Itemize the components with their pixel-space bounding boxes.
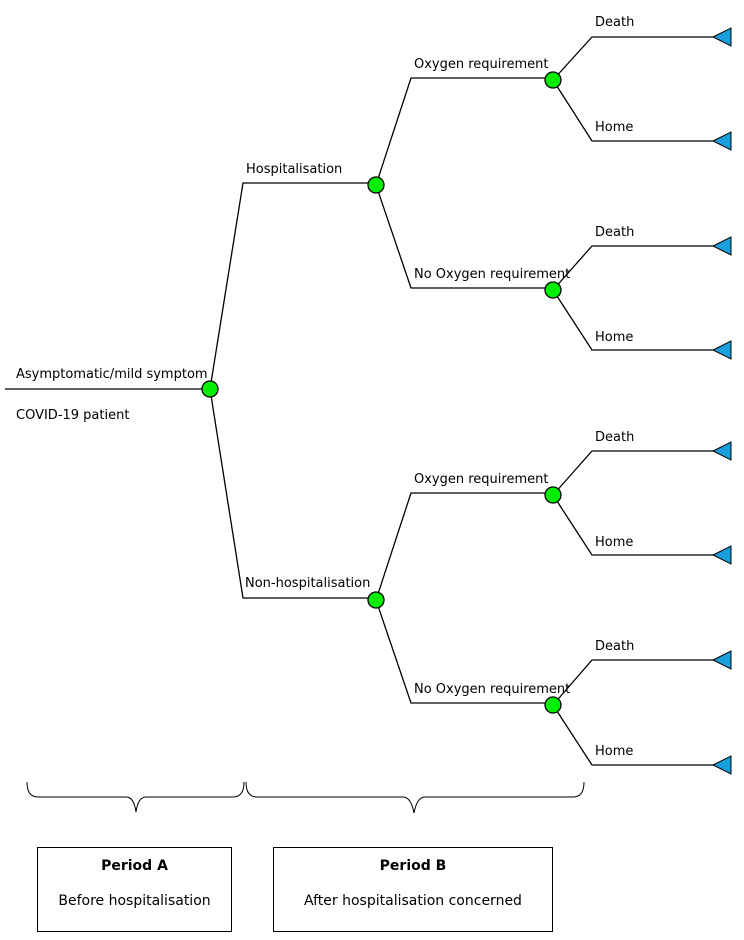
hosp-oxygen-branch: Oxygen requirement xyxy=(375,57,553,186)
root-sublabel: COVID-19 patient xyxy=(16,408,129,423)
outcome-group-nonhosp-no-oxygen: Death Home xyxy=(552,639,722,766)
root-label: Asymptomatic/mild symptom xyxy=(16,367,208,382)
hospitalisation-branch: Hospitalisation xyxy=(209,162,376,390)
chance-node-icon xyxy=(544,281,562,299)
chance-node-icon xyxy=(201,380,219,398)
chance-node-icon xyxy=(544,486,562,504)
outcome-home-label: Home xyxy=(595,330,633,345)
terminal-node-icon xyxy=(711,545,732,565)
outcome-group-hosp-no-oxygen: Death Home xyxy=(552,225,722,351)
period-a-brace xyxy=(26,781,245,813)
non-hospitalisation-branch: Non-hospitalisation xyxy=(209,388,376,599)
terminal-node-icon xyxy=(711,441,732,461)
period-a-box: Period A Before hospitalisation xyxy=(37,847,232,932)
nonhosp-no-oxygen-label: No Oxygen requirement xyxy=(414,682,570,697)
period-b-title: Period B xyxy=(379,858,447,874)
period-b-description: After hospitalisation concerned xyxy=(304,893,522,909)
chance-node-icon xyxy=(367,591,385,609)
hosp-oxygen-label: Oxygen requirement xyxy=(414,57,548,72)
outcome-home-label: Home xyxy=(595,120,633,135)
nonhosp-oxygen-label: Oxygen requirement xyxy=(414,472,548,487)
period-a-title: Period A xyxy=(101,858,168,874)
period-a-description: Before hospitalisation xyxy=(58,893,211,909)
period-b-box: Period B After hospitalisation concerned xyxy=(273,847,553,932)
outcome-home-label: Home xyxy=(595,744,633,759)
outcome-home-label: Home xyxy=(595,535,633,550)
terminal-node-icon xyxy=(711,650,732,670)
chance-node-icon xyxy=(544,71,562,89)
outcome-death-label: Death xyxy=(595,225,634,240)
outcome-group-nonhosp-oxygen: Death Home xyxy=(552,430,722,556)
terminal-node-icon xyxy=(711,755,732,775)
period-b-brace xyxy=(245,781,585,814)
terminal-node-icon xyxy=(711,27,732,47)
outcome-group-hosp-oxygen: Death Home xyxy=(552,15,722,142)
nonhosp-no-oxygen-branch: No Oxygen requirement xyxy=(375,599,570,704)
outcome-death-label: Death xyxy=(595,639,634,654)
hosp-no-oxygen-branch: No Oxygen requirement xyxy=(375,184,570,289)
terminal-node-icon xyxy=(711,131,732,151)
root-branch: Asymptomatic/mild symptom COVID-19 patie… xyxy=(5,367,210,423)
terminal-node-icon xyxy=(711,236,732,256)
outcome-death-label: Death xyxy=(595,430,634,445)
non-hospitalisation-label: Non-hospitalisation xyxy=(245,576,370,591)
chance-node-icon xyxy=(367,176,385,194)
chance-node-icon xyxy=(544,696,562,714)
outcome-death-label: Death xyxy=(595,15,634,30)
terminal-node-icon xyxy=(711,340,732,360)
nonhosp-oxygen-branch: Oxygen requirement xyxy=(375,472,553,601)
hospitalisation-label: Hospitalisation xyxy=(246,162,342,177)
hosp-no-oxygen-label: No Oxygen requirement xyxy=(414,267,570,282)
